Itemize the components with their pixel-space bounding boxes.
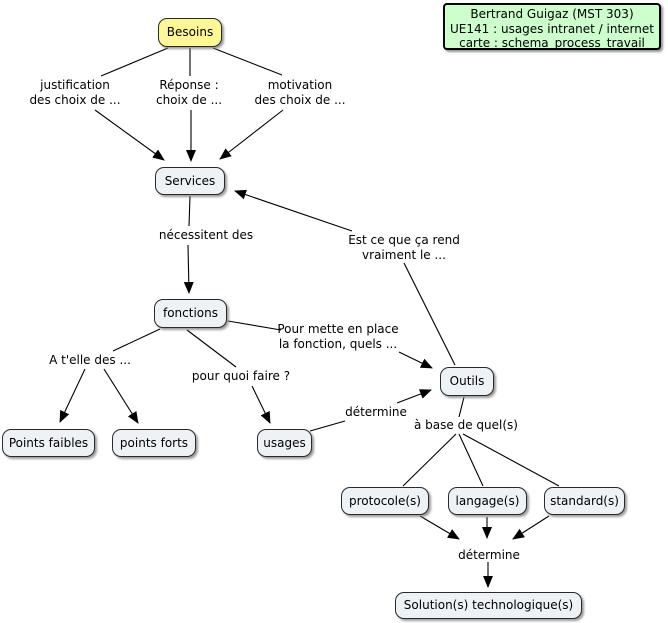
edge-label-a-base-de-quels: à base de quel(s)	[414, 418, 518, 432]
node-outils[interactable]: Outils	[440, 367, 494, 396]
info-course: UE141 : usages intranet / internet	[450, 21, 654, 36]
node-protocoles[interactable]: protocole(s)	[341, 487, 429, 515]
edge-label-a-t-elle-des: A t'elle des ...	[49, 353, 131, 367]
edge-label-necessitent-des: nécessitent des	[158, 228, 254, 242]
info-author: Bertrand Guigaz (MST 303)	[470, 7, 634, 21]
node-services[interactable]: Services	[155, 167, 225, 195]
edge-label-pour-mette-en-place: Pour mette en place la fonction, quels .…	[277, 322, 399, 351]
node-points-faibles[interactable]: Points faibles	[2, 429, 95, 457]
edge-label-justification: justification des choix de ...	[29, 78, 121, 107]
info-map-name: carte : schema_process_travail	[459, 36, 645, 50]
map-info-box: Bertrand Guigaz (MST 303) UE141 : usages…	[443, 3, 661, 50]
edge-label-motivation: motivation des choix de ...	[254, 78, 346, 107]
edge-label-est-ce-que: Est ce que ça rend vraiment le ...	[348, 233, 460, 262]
node-points-forts[interactable]: points forts	[112, 429, 196, 457]
edge-label-reponse: Réponse : choix de ...	[155, 78, 223, 107]
node-fonctions[interactable]: fonctions	[154, 299, 227, 328]
edge-label-determine-mid: détermine	[345, 405, 407, 419]
node-langages[interactable]: langage(s)	[448, 487, 527, 515]
node-usages[interactable]: usages	[257, 429, 312, 457]
edge-label-determine-bottom: détermine	[458, 548, 520, 562]
node-standards[interactable]: standard(s)	[544, 487, 625, 515]
edge-label-pour-quoi-faire: pour quoi faire ?	[191, 369, 291, 383]
node-besoins[interactable]: Besoins	[158, 18, 222, 47]
node-solutions-technologiques[interactable]: Solution(s) technologique(s)	[395, 592, 582, 619]
